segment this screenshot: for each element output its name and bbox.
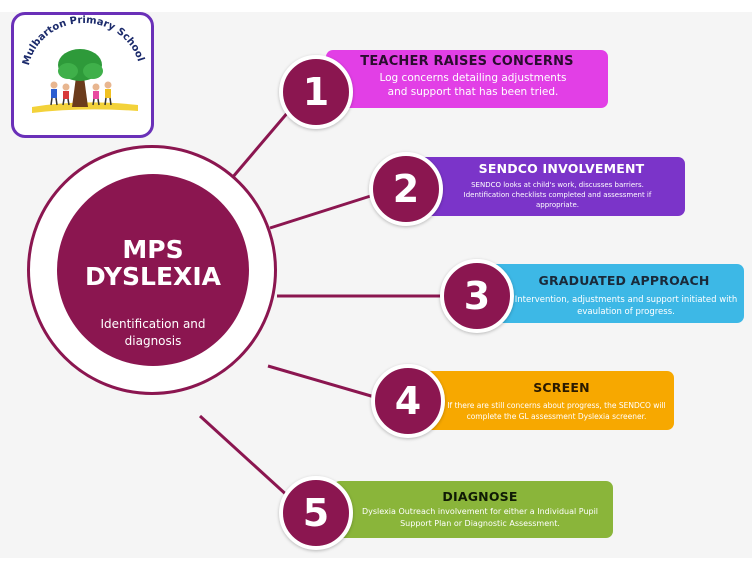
- step-3-description: Intervention, adjustments and support in…: [514, 295, 738, 317]
- school-logo: Mulbarton Primary School: [11, 12, 154, 138]
- hub-title-line2: DYSLEXIA: [85, 262, 221, 291]
- step-3-number-badge: 3: [440, 259, 514, 333]
- hub-subtitle: Identification and diagnosis: [100, 317, 206, 348]
- step-1-description: Log concerns detailing adjustments and s…: [379, 72, 567, 98]
- step-5-card: DIAGNOSE Dyslexia Outreach involvement f…: [333, 481, 613, 538]
- step-2-description: SENDCO looks at child's work, discusses …: [463, 181, 652, 209]
- step-5-number-badge: 5: [279, 476, 353, 550]
- step-1-number-badge: 1: [279, 55, 353, 129]
- connector-line-4: [267, 364, 379, 400]
- step-5-description: Dyslexia Outreach involvement for either…: [361, 507, 599, 528]
- step-2-number: 2: [392, 167, 420, 211]
- school-logo-image: Mulbarton Primary School: [21, 15, 146, 113]
- hub-title-line1: MPS: [122, 235, 184, 264]
- step-2-title: SENDCO INVOLVEMENT: [478, 161, 645, 176]
- step-2-number-badge: 2: [369, 152, 443, 226]
- step-1-number: 1: [302, 70, 330, 114]
- step-5-title: DIAGNOSE: [442, 489, 518, 504]
- step-3-number: 3: [463, 274, 491, 318]
- step-4-card: SCREEN If there are still concerns about…: [425, 371, 674, 430]
- page-top-margin: [0, 0, 752, 12]
- step-4-title: SCREEN: [533, 380, 590, 395]
- step-5-number: 5: [302, 491, 330, 535]
- step-3-title: GRADUATED APPROACH: [538, 273, 710, 288]
- connector-line-5: [198, 414, 292, 500]
- step-4-description: If there are still concerns about progre…: [447, 401, 666, 421]
- connector-line-2: [269, 191, 381, 230]
- step-4-number-badge: 4: [371, 364, 445, 438]
- page-bottom-margin: [0, 558, 752, 571]
- step-1-card: TEACHER RAISES CONCERNS Log concerns det…: [326, 50, 608, 108]
- step-4-number: 4: [394, 379, 422, 423]
- step-2-card: SENDCO INVOLVEMENT SENDCO looks at child…: [418, 157, 685, 216]
- step-1-title: TEACHER RAISES CONCERNS: [360, 54, 574, 69]
- hub-title: MPS DYSLEXIA: [57, 236, 249, 290]
- step-3-card: GRADUATED APPROACH Intervention, adjustm…: [486, 264, 744, 323]
- hub-circle: MPS DYSLEXIA Identification and diagnosi…: [57, 174, 249, 366]
